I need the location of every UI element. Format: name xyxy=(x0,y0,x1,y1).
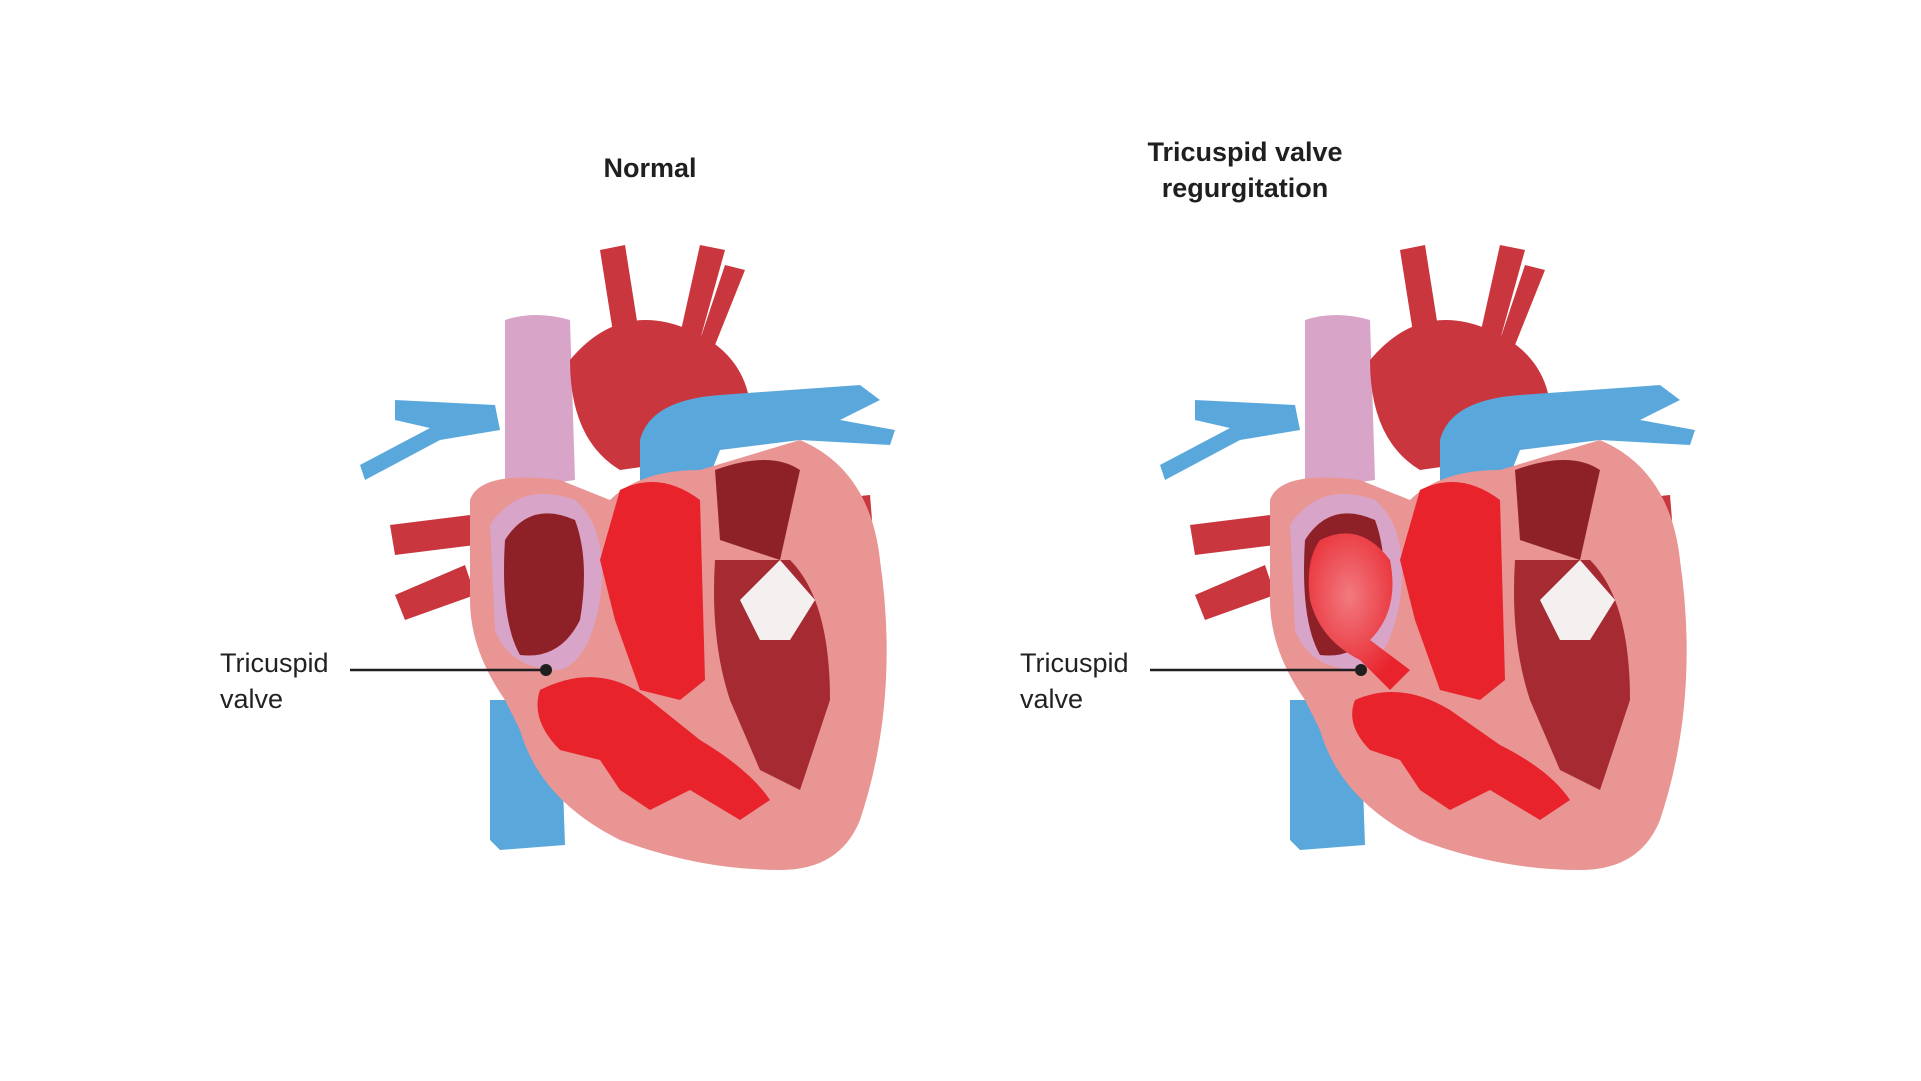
left-ventricle-outflow xyxy=(600,482,705,700)
artery-left-lower xyxy=(1195,565,1275,620)
artery-left-upper xyxy=(390,515,475,555)
panel-normal: Normal xyxy=(0,0,960,1081)
normal-heart-illustration xyxy=(350,245,895,870)
right-ventricle xyxy=(1352,692,1570,820)
pulmonary-vein-left xyxy=(1160,400,1300,480)
tricuspid-valve-marker xyxy=(540,664,552,676)
tricuspid-valve-label: Tricuspid valve xyxy=(220,645,329,717)
papillary-muscle xyxy=(1540,560,1615,640)
aortic-branch-2 xyxy=(680,245,725,340)
superior-vena-cava xyxy=(1305,315,1375,490)
left-ventricle-outflow xyxy=(1400,482,1505,700)
superior-vena-cava xyxy=(505,315,575,490)
panel-title: Normal xyxy=(603,153,697,183)
label-line-1: Tricuspid xyxy=(1020,648,1129,678)
regurgitant-jet xyxy=(1308,533,1410,690)
right-ventricle xyxy=(537,677,770,820)
heart-diagram-group xyxy=(350,245,895,870)
aortic-branch-1 xyxy=(1400,245,1440,345)
label-line-2: valve xyxy=(220,684,284,714)
aortic-branch-1 xyxy=(600,245,640,345)
left-atrium-chamber xyxy=(715,460,800,560)
papillary-muscle xyxy=(740,560,815,640)
pulmonary-vein-left xyxy=(360,400,500,480)
aortic-branch-3 xyxy=(1500,265,1545,345)
aortic-branch-2 xyxy=(1480,245,1525,340)
label-line-1: Tricuspid xyxy=(220,648,329,678)
tricuspid-valve-label: Tricuspid valve xyxy=(1020,645,1129,717)
title-line-2: regurgitation xyxy=(1161,173,1329,203)
aortic-branch-3 xyxy=(700,265,745,345)
panel-regurgitation: Tricuspid valve regurgitation xyxy=(800,0,1760,1081)
left-atrium-chamber xyxy=(1515,460,1600,560)
artery-left-upper xyxy=(1190,515,1275,555)
right-atrium-chamber xyxy=(504,513,584,656)
label-line-2: valve xyxy=(1020,684,1084,714)
heart-diagram-group xyxy=(1150,245,1695,870)
panel-title: Tricuspid valve regurgitation xyxy=(1035,134,1455,206)
artery-left-lower xyxy=(395,565,475,620)
regurgitation-heart-illustration xyxy=(1150,245,1695,870)
title-line-1: Tricuspid valve xyxy=(1147,137,1343,167)
tricuspid-valve-marker xyxy=(1355,664,1367,676)
